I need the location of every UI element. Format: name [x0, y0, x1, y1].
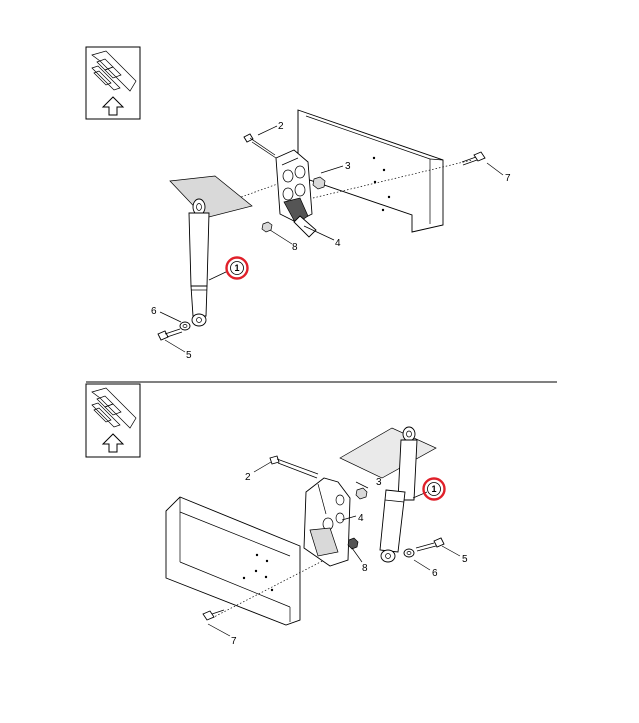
callout-8-top: 8	[292, 242, 298, 253]
bottom-view: 2 3 4 8 7 5 6 1	[85, 383, 468, 647]
lower-nut-bottom	[347, 537, 359, 550]
callout-2-top: 2	[278, 121, 284, 132]
callout-1-bottom[interactable]: 1	[422, 477, 446, 501]
frame-bolt-top	[461, 151, 486, 166]
callout-6-top: 6	[151, 306, 157, 317]
frame-rail-top	[297, 109, 444, 233]
mounting-plate-top	[169, 175, 253, 219]
lower-bolt-top	[157, 328, 183, 341]
callout-7-top: 7	[505, 173, 511, 184]
vehicle-silhouette-icon	[91, 50, 137, 92]
callout-1-top[interactable]: 1	[225, 256, 249, 280]
callout-5-bottom: 5	[462, 554, 468, 565]
shock-absorber-bottom	[379, 426, 418, 563]
front-direction-arrow-icon	[101, 433, 125, 453]
callout-2-bottom: 2	[245, 472, 251, 483]
callout-4-bottom: 4	[358, 513, 364, 524]
frame-bolt-bottom	[202, 609, 225, 621]
frame-rail-bottom	[165, 496, 301, 626]
shock-bracket-top	[275, 149, 317, 238]
washer-top	[179, 321, 191, 331]
shock-absorber-top	[188, 198, 210, 327]
upper-bolt-top	[243, 133, 277, 159]
lower-nut-top	[261, 221, 273, 233]
orientation-box-top	[85, 46, 141, 120]
callout-4-top: 4	[335, 238, 341, 249]
svg-text:1: 1	[234, 263, 239, 273]
callout-3-top: 3	[345, 161, 351, 172]
callout-8-bottom: 8	[362, 563, 368, 574]
washer-bottom	[403, 548, 415, 558]
callout-6-bottom: 6	[432, 568, 438, 579]
upper-bolt-bottom	[269, 455, 319, 479]
vehicle-silhouette-icon	[91, 387, 137, 429]
svg-text:1: 1	[431, 484, 436, 494]
top-view: 2 3 4 7 8 5 6 1	[85, 46, 511, 361]
callout-5-top: 5	[186, 350, 192, 361]
shock-bracket-bottom	[303, 477, 351, 567]
lower-bolt-bottom	[415, 537, 445, 552]
callout-3-bottom: 3	[376, 477, 382, 488]
callout-7-bottom: 7	[231, 636, 237, 647]
nut-top	[312, 176, 326, 190]
mounting-plate-bottom	[339, 427, 437, 479]
nut-bottom	[355, 487, 368, 500]
front-direction-arrow-icon	[101, 96, 125, 116]
orientation-box-bottom	[85, 383, 141, 458]
